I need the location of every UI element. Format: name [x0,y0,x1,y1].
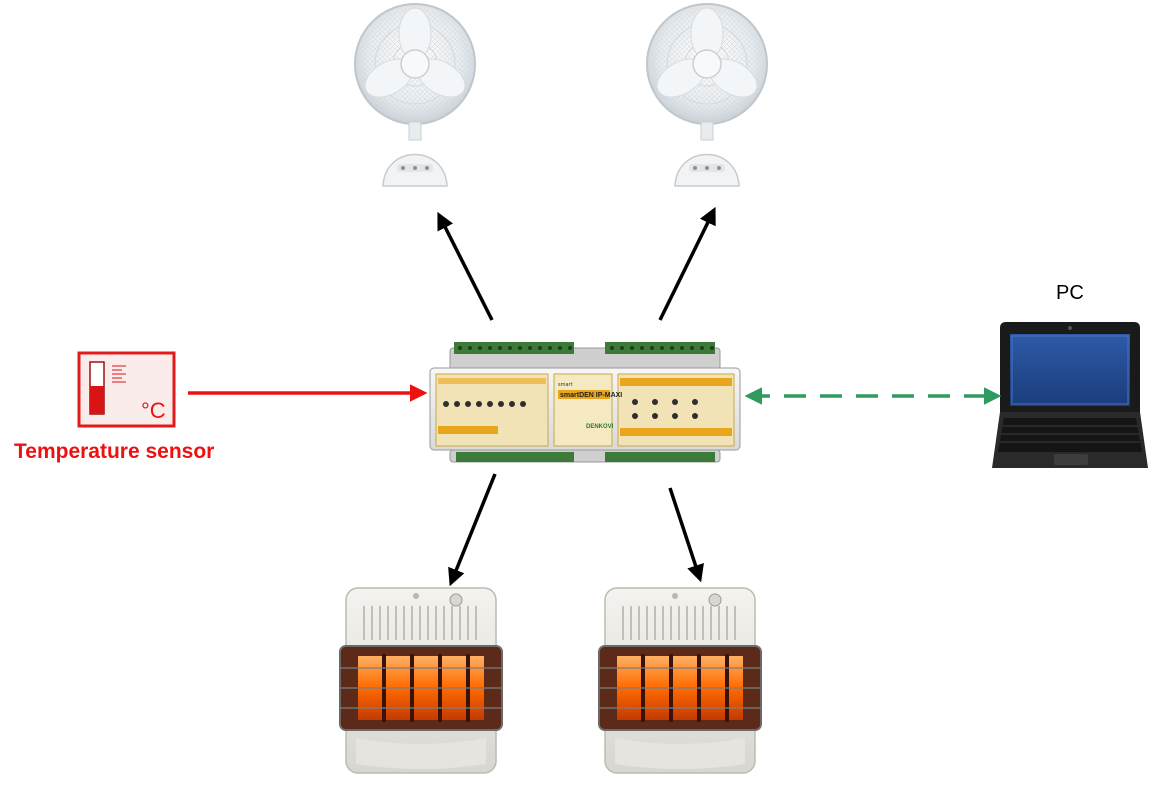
temperature-sensor-label: Temperature sensor [14,440,215,463]
heater-icon-right [598,587,762,774]
arrow-to-heater-left [448,473,497,587]
arrow-to-fan-right [658,206,716,321]
pc-label: PC [1056,282,1084,304]
fan-icon-right [646,3,768,187]
heater-icon-left [339,587,503,774]
relay-controller-icon: smartDEN IP-MAXI smart DENKOVI [429,342,741,463]
controller-model-label: smartDEN IP-MAXI [560,392,622,399]
controller-brand-small: smart [558,382,573,388]
fan-icon-left [354,3,476,187]
laptop-icon [992,322,1148,468]
celsius-unit-label: °C [141,398,166,423]
thermometer-icon [77,351,176,428]
controller-logo: DENKOVI [586,424,614,430]
arrow-to-heater-right [668,487,704,583]
arrow-to-fan-left [437,211,494,321]
